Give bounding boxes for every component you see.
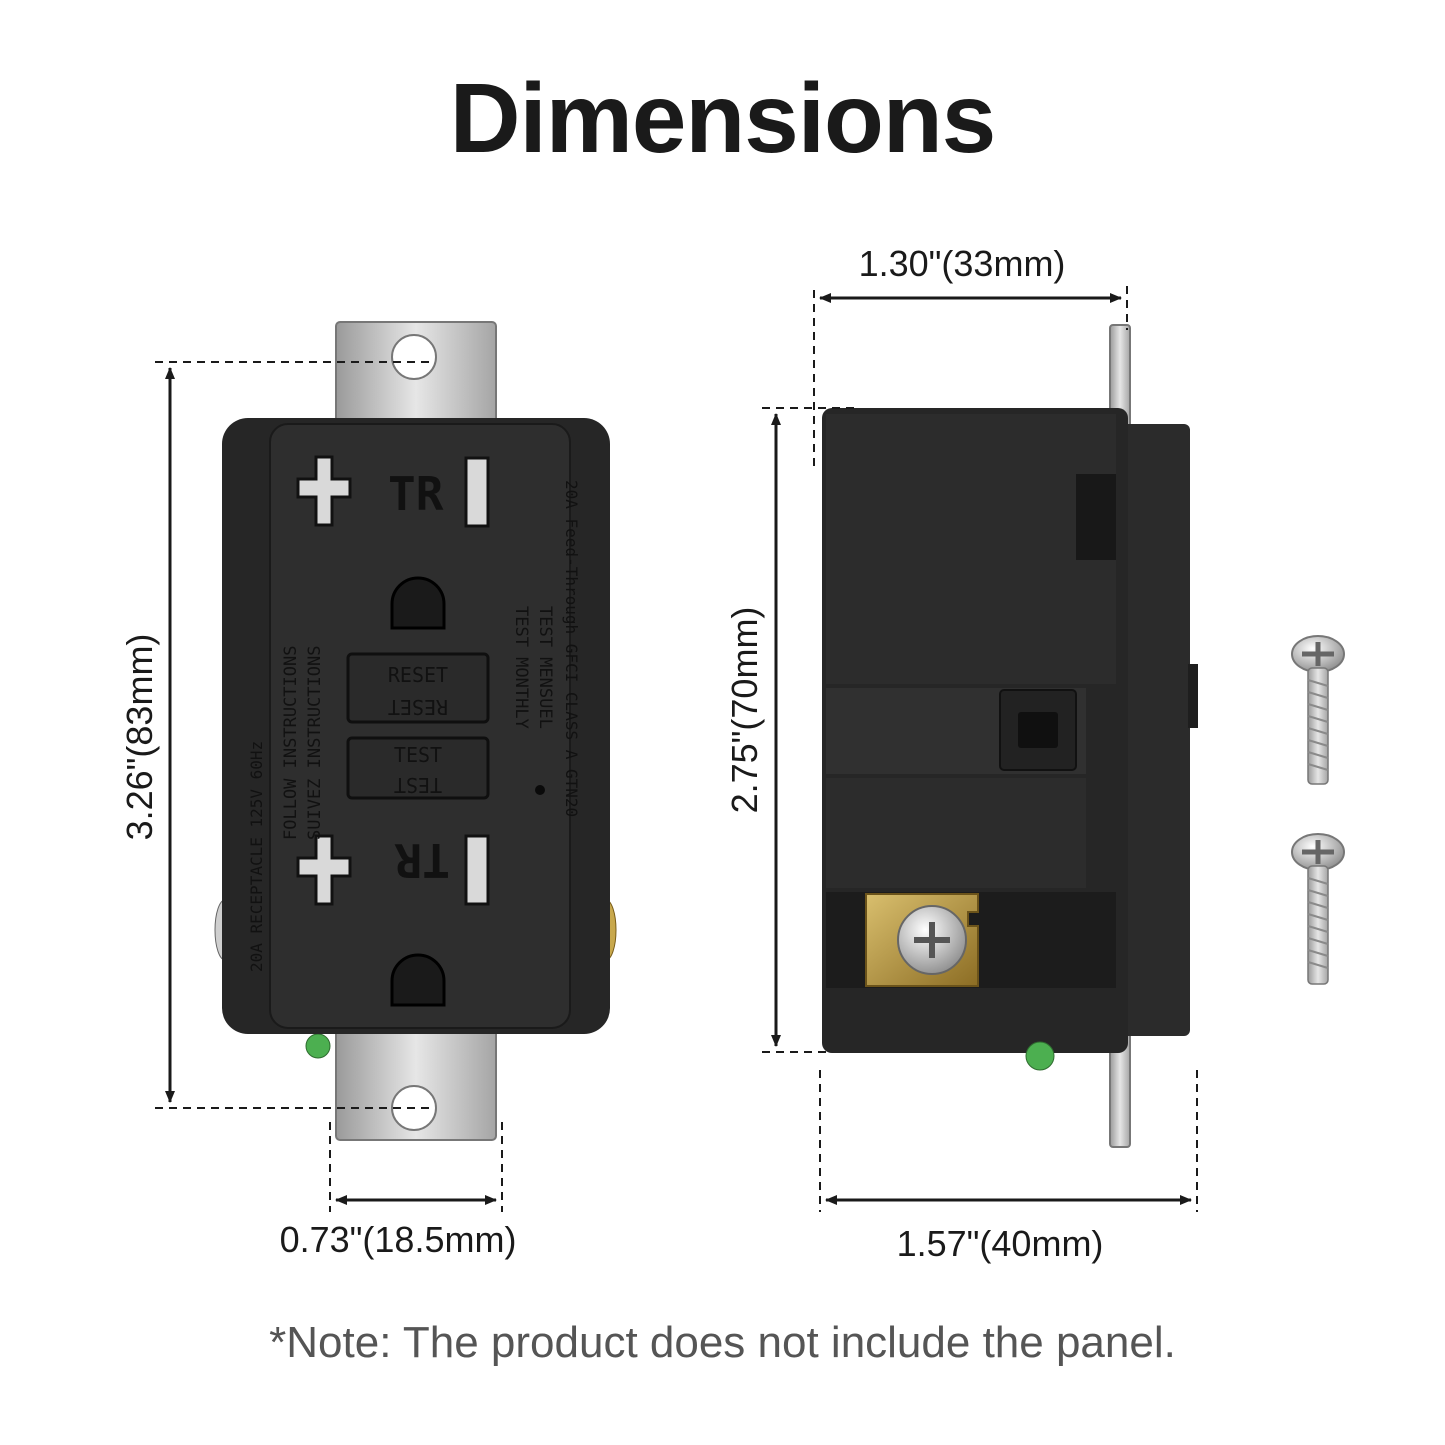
ground-hole-bottom: [390, 953, 446, 1007]
dimension-front-height: 3.26"(83mm): [119, 361, 430, 1109]
face-text-follow: FOLLOW INSTRUCTIONS: [281, 646, 301, 840]
face-text-test-monthly: TEST MONTHLY: [511, 606, 531, 729]
test-label: TEST: [394, 743, 442, 767]
dimension-side-height: 2.75"(70mm): [724, 407, 856, 1053]
face-text-rating: 20A RECEPTACLE 125V 60Hz: [247, 741, 266, 972]
dimension-front-strap-width: 0.73"(18.5mm): [280, 1122, 517, 1260]
strap-hole-top: [391, 334, 437, 380]
label-side-bottom-depth: 1.57"(40mm): [897, 1223, 1104, 1264]
tr-mark-bottom: TR: [394, 833, 450, 887]
face-text-feedthrough: 20A Feed-Through GFCI CLASS A GTN20: [562, 480, 581, 817]
footnote: *Note: The product does not include the …: [269, 1318, 1176, 1367]
ground-screw: [305, 1033, 331, 1059]
face-text-test-mensuel: TEST MENSUEL: [535, 606, 555, 729]
outlet-top: [296, 455, 490, 630]
page-title: Dimensions: [449, 63, 996, 173]
outlet-bottom: [296, 834, 490, 1007]
side-lower-panel: [826, 778, 1086, 888]
reset-label: RESET: [388, 663, 448, 687]
tr-mark-top: TR: [388, 467, 444, 521]
label-front-strap-width: 0.73"(18.5mm): [280, 1219, 517, 1260]
mounting-strap-bottom: [335, 1019, 497, 1141]
label-side-height: 2.75"(70mm): [724, 607, 765, 814]
ground-screw-side: [1025, 1041, 1055, 1071]
dimension-side-bottom-depth: 1.57"(40mm): [819, 1070, 1198, 1264]
neutral-slot-bottom: [296, 834, 352, 906]
dimension-side-top-depth: 1.30"(33mm): [813, 243, 1128, 470]
neutral-slot-top: [296, 455, 352, 527]
side-slot: [1076, 474, 1116, 560]
label-side-top-depth: 1.30"(33mm): [859, 243, 1066, 284]
side-top-panel: [826, 414, 1116, 684]
mounting-strap-top: [335, 321, 497, 443]
test-label-mirror: TEST: [394, 773, 442, 797]
side-view-receptacle: [822, 324, 1198, 1148]
ground-hole-top: [390, 576, 446, 630]
hot-slot-top: [464, 456, 490, 528]
reset-label-mirror: RESET: [388, 695, 448, 719]
face-text-suivez: SUIVEZ INSTRUCTIONS: [305, 646, 325, 840]
test-button[interactable]: [346, 736, 490, 800]
reset-button[interactable]: [346, 652, 490, 724]
side-latch-tab: [1018, 712, 1058, 748]
side-front-housing: [1110, 424, 1190, 1036]
hot-slot-bottom: [464, 834, 490, 906]
side-front-notch: [1188, 664, 1198, 728]
label-front-height: 3.26"(83mm): [119, 634, 160, 841]
front-view-receptacle: TR TR RESET RESET TEST TEST FOLLOW INSTR…: [214, 321, 617, 1141]
screw-icon: [1291, 635, 1345, 785]
screw-icon: [1291, 833, 1345, 985]
indicator-light: [535, 785, 545, 795]
